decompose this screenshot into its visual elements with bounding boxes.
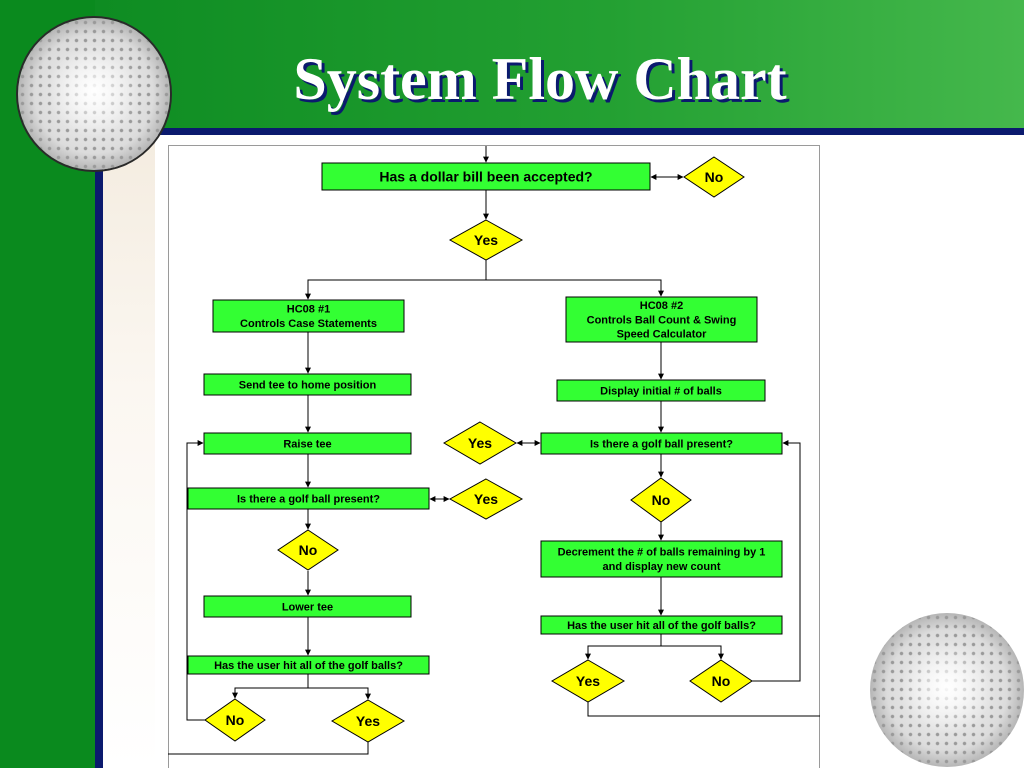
slide-title: System Flow Chart: [293, 46, 787, 112]
left-hitall-yes-diamond: Yes: [331, 699, 405, 743]
edge-right-hitall-split-no: [661, 645, 724, 660]
left-present-no-diamond: No: [277, 529, 339, 571]
display-initial-box-shape: [556, 379, 766, 402]
hc08-2-box-line-2: Controls Ball Count & Swing: [587, 314, 737, 326]
right-present-yes-diamond-label: Yes: [468, 435, 492, 451]
left-hitall-yes-diamond-label: Yes: [356, 713, 380, 729]
golf-ball-image-bottom: [870, 613, 1024, 767]
send-tee-home-box: Send tee to home position: [203, 373, 412, 396]
edge-left-hitall-split: [232, 674, 309, 699]
left-present-no-diamond-shape: [277, 529, 339, 571]
right-present-no-diamond: No: [630, 477, 692, 523]
hc08-2-box-shape: [565, 296, 758, 343]
right-hit-all-box-label: Has the user hit all of the golf balls?: [567, 620, 756, 632]
hc08-1-box-line-1: HC08 #1: [287, 304, 330, 316]
start-yes-diamond-shape: [448, 219, 524, 261]
title-underline-rule: [95, 128, 1024, 135]
left-hitall-yes-diamond-shape: [331, 699, 405, 743]
right-hitall-no-diamond-shape: [689, 659, 753, 703]
left-hitall-no-diamond-label: No: [226, 712, 245, 728]
start-no-diamond-shape: [683, 156, 745, 198]
decrement-box: Decrement the # of balls remaining by 1 a…: [540, 540, 783, 578]
edge-left-yes-loop: [168, 742, 369, 755]
send-tee-home-box-shape: [203, 373, 412, 396]
left-hit-all-box: Has the user hit all of the golf balls?: [187, 655, 430, 675]
lower-tee-box-shape: [203, 595, 412, 618]
right-hitall-no-diamond-label: No: [712, 673, 731, 689]
golf-ball-image-top: [18, 18, 170, 170]
raise-tee-box: Raise tee: [203, 432, 412, 455]
left-present-yes-diamond: Yes: [448, 478, 524, 520]
start-yes-diamond: Yes: [448, 219, 524, 261]
display-initial-box-label: Display initial # of balls: [600, 385, 722, 397]
right-ball-present-box: Is there a golf ball present?: [540, 432, 783, 455]
right-present-no-diamond-shape: [630, 477, 692, 523]
left-present-yes-diamond-label: Yes: [474, 491, 498, 507]
right-ball-present-box-label: Is there a golf ball present?: [590, 438, 733, 450]
left-ball-present-box-shape: [187, 487, 430, 510]
left-hitall-no-diamond-shape: [204, 698, 266, 742]
edge-left-hitall-split-yes: [308, 687, 371, 700]
hc08-1-box: HC08 #1 Controls Case Statements: [212, 299, 405, 333]
left-ball-present-box: Is there a golf ball present?: [187, 487, 430, 510]
hc08-2-box-line-3: Speed Calculator: [617, 329, 708, 341]
right-hitall-yes-diamond-shape: [551, 659, 625, 703]
edge-right-yes-loop: [587, 702, 820, 717]
decrement-box-shape: [540, 540, 783, 578]
start-no-diamond-label: No: [705, 169, 724, 185]
left-hitall-no-diamond: No: [204, 698, 266, 742]
right-hit-all-box: Has the user hit all of the golf balls?: [540, 615, 783, 635]
left-present-no-diamond-label: No: [299, 542, 318, 558]
title-banner: [95, 0, 1024, 128]
left-present-yes-diamond-shape: [448, 478, 524, 520]
edge-yes-split: [305, 260, 487, 300]
golf-tee-background: [103, 135, 155, 768]
right-hitall-yes-diamond: Yes: [551, 659, 625, 703]
edge-left-no-loop: [186, 440, 205, 721]
right-hitall-no-diamond: No: [689, 659, 753, 703]
flow-connectors: [168, 146, 820, 755]
right-hit-all-box-shape: [540, 615, 783, 635]
edge-right-no-loop: [752, 440, 801, 682]
start-no-diamond: No: [683, 156, 745, 198]
decrement-box-line-1: Decrement the # of balls remaining by 1: [558, 547, 766, 559]
hc08-1-box-line-2: Controls Case Statements: [240, 318, 377, 330]
left-vertical-rule: [95, 130, 103, 768]
right-present-yes-diamond: Yes: [443, 421, 517, 465]
lower-tee-box-label: Lower tee: [282, 601, 333, 613]
lower-tee-box: Lower tee: [203, 595, 412, 618]
hc08-2-box-line-1: HC08 #2: [640, 300, 683, 312]
raise-tee-box-shape: [203, 432, 412, 455]
left-hit-all-box-label: Has the user hit all of the golf balls?: [214, 660, 403, 672]
edge-right-hitall-split: [585, 634, 662, 660]
decrement-box-line-2: and display new count: [603, 561, 721, 573]
start-box: Has a dollar bill been accepted?: [321, 162, 651, 191]
start-yes-diamond-label: Yes: [474, 232, 498, 248]
right-ball-present-box-shape: [540, 432, 783, 455]
right-present-no-diamond-label: No: [652, 492, 671, 508]
start-box-label: Has a dollar bill been accepted?: [379, 168, 592, 184]
raise-tee-box-label: Raise tee: [283, 438, 331, 450]
left-hit-all-box-shape: [187, 655, 430, 675]
display-initial-box: Display initial # of balls: [556, 379, 766, 402]
start-box-shape: [321, 162, 651, 191]
left-ball-present-box-label: Is there a golf ball present?: [237, 493, 380, 505]
edge-split-right: [486, 279, 664, 297]
right-hitall-yes-diamond-label: Yes: [576, 673, 600, 689]
hc08-2-box: HC08 #2 Controls Ball Count & SwingSpeed …: [565, 296, 758, 343]
hc08-1-box-shape: [212, 299, 405, 333]
flow-nodes: Has a dollar bill been accepted?NoYesHC0…: [187, 156, 783, 743]
send-tee-home-box-label: Send tee to home position: [239, 379, 377, 391]
right-present-yes-diamond-shape: [443, 421, 517, 465]
